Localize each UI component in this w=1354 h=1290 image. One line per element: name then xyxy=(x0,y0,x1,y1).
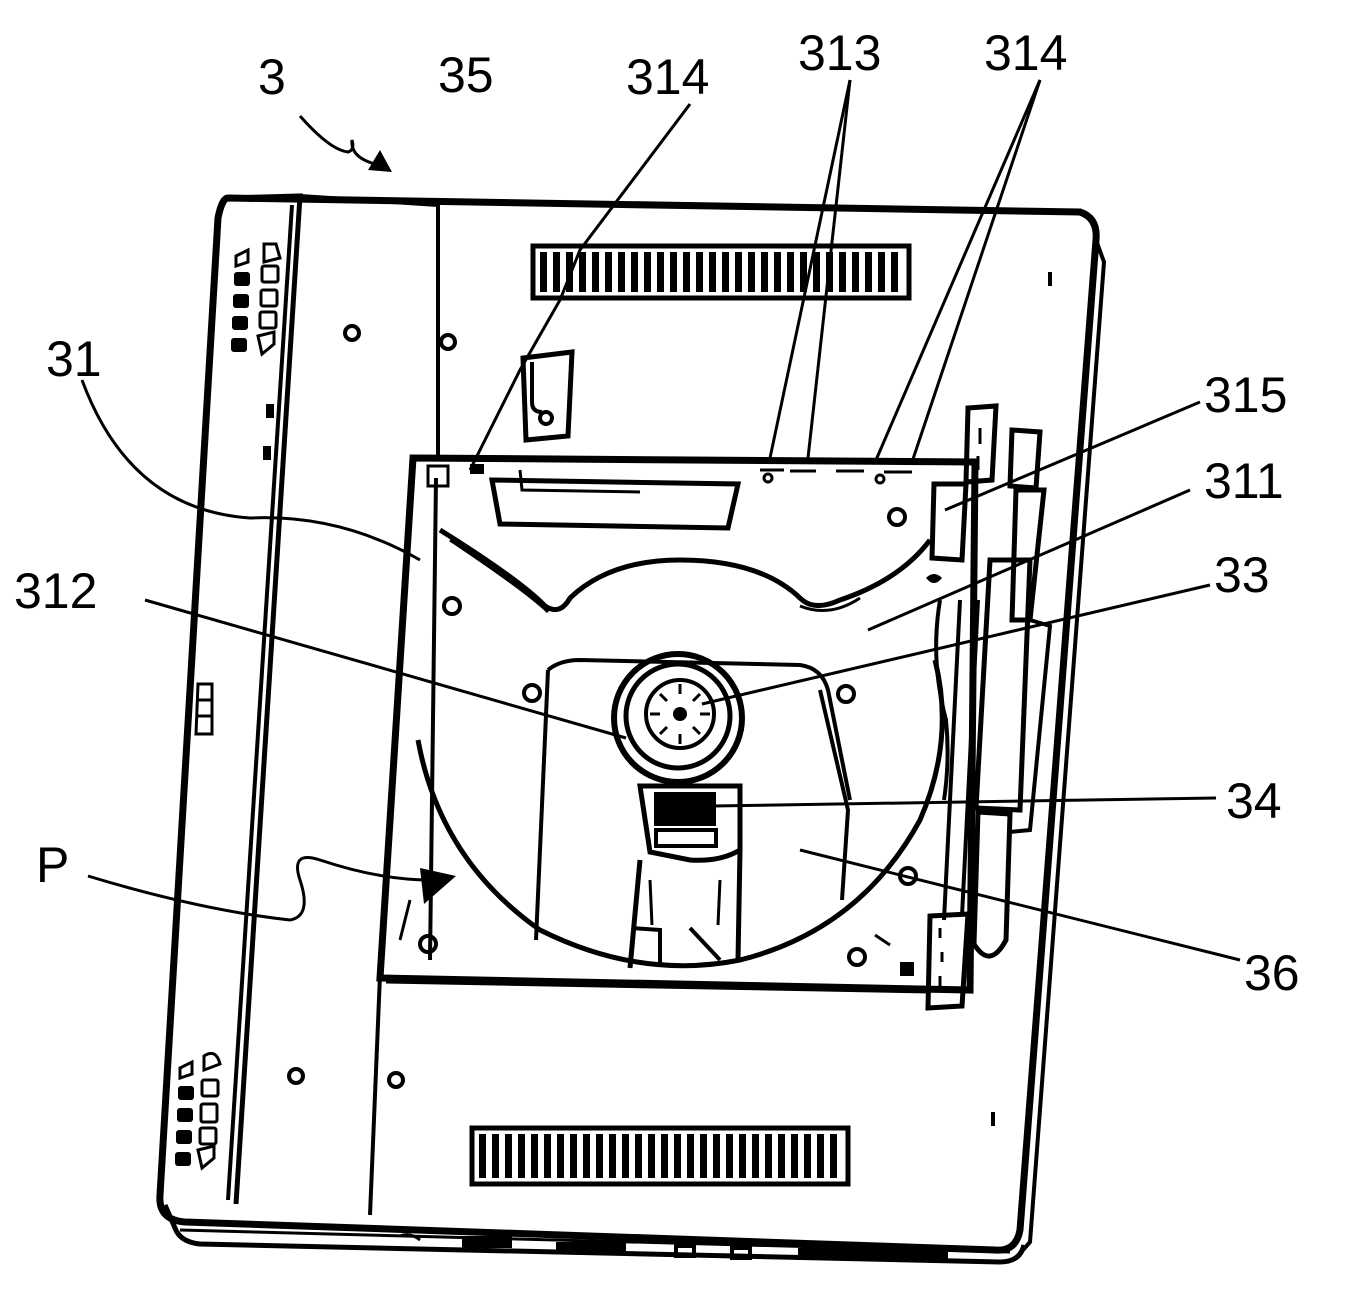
label-tray: 36 xyxy=(1244,945,1300,1001)
label-device: 3 xyxy=(258,49,286,105)
top-plate xyxy=(440,530,930,612)
label-plate: 311 xyxy=(1204,453,1284,509)
label-cover: 35 xyxy=(438,47,494,103)
screws xyxy=(289,272,1050,1126)
spindle-motor xyxy=(614,654,742,782)
bottom-vent xyxy=(472,1128,848,1184)
label-latch-left: 314 xyxy=(626,49,709,105)
top-vent xyxy=(533,246,909,298)
label-latch-right: 314 xyxy=(984,25,1067,81)
top-button-cluster xyxy=(231,244,280,354)
label-pickup: 34 xyxy=(1226,773,1282,829)
label-hub: 312 xyxy=(14,563,97,619)
bottom-button-cluster xyxy=(175,1053,220,1168)
optical-pickup xyxy=(630,786,740,968)
label-disc-area: P xyxy=(36,837,69,893)
drive-bay-frame xyxy=(380,458,975,992)
label-slots: 313 xyxy=(798,25,881,81)
label-frame: 31 xyxy=(46,331,102,387)
device-housing xyxy=(160,196,1104,1262)
label-motor: 33 xyxy=(1214,547,1270,603)
latch-left xyxy=(523,352,572,440)
label-pad: 315 xyxy=(1204,367,1287,423)
